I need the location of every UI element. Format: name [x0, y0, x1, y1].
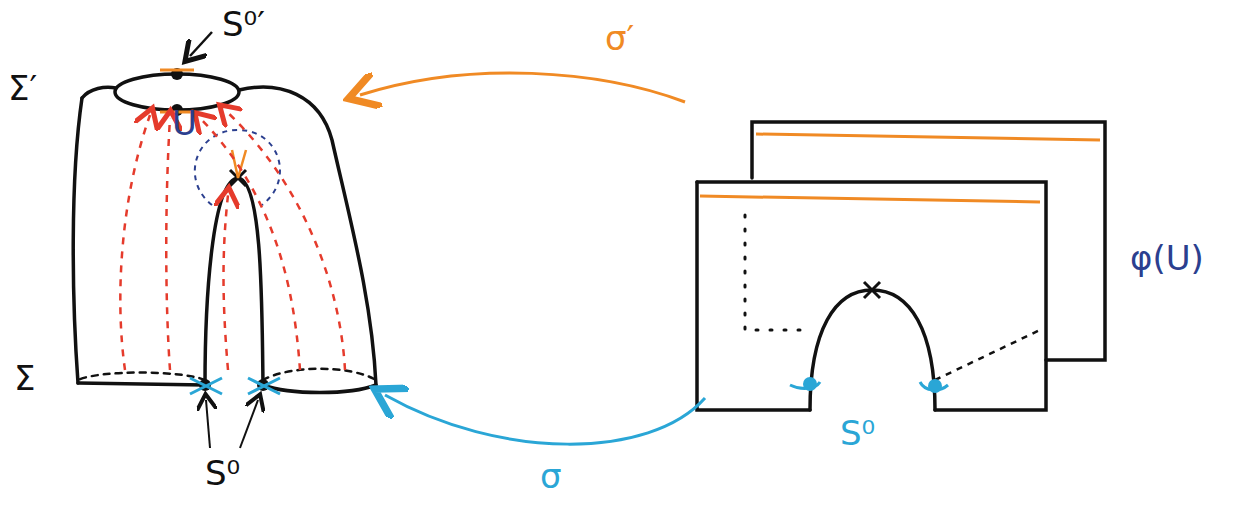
map-label: σ′: [605, 20, 634, 57]
surface-label: Σ: [14, 360, 35, 397]
point-label: S⁰: [205, 455, 240, 492]
point-label: S⁰′: [222, 6, 265, 43]
neighbourhood-label: U: [172, 105, 197, 142]
point-label: S⁰: [840, 415, 875, 452]
map-label: σ: [540, 458, 562, 495]
chart-label: φ(U): [1130, 240, 1204, 277]
surface-label: Σ′: [8, 70, 37, 107]
